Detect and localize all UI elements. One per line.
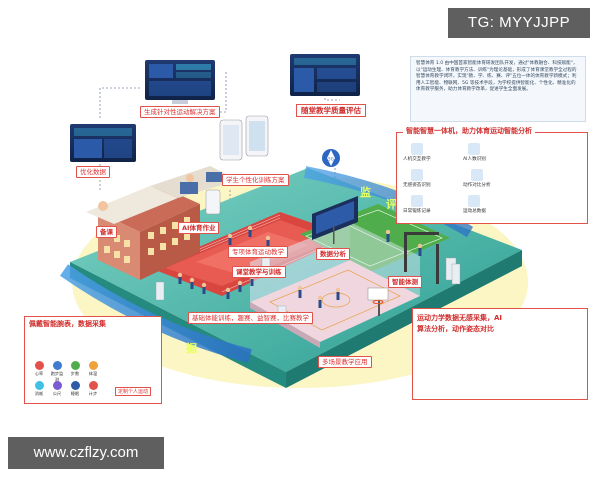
- people-figures: [177, 225, 423, 308]
- cell-posture-recognition: 无感姿态识别: [403, 169, 431, 188]
- label-basic-training: 基础体能训练，趣赛、益智赛，比赛教学: [188, 312, 313, 324]
- data-icon: [468, 195, 481, 207]
- watch-metric-item: 跑步监测: [49, 361, 65, 383]
- intro-text-panel: 智慧体育 1.0 由中国首家智能体育研发团队开发，通过"体教融合、科技赋能"，以…: [410, 56, 586, 122]
- metric-label: 步数: [70, 371, 80, 376]
- metric-label: 睡眠: [70, 391, 80, 396]
- cell-ai-count: AI人数识别: [463, 143, 486, 162]
- label-personal-training: 学生个性化训练方案: [222, 174, 289, 186]
- label-pre-class: 备课: [96, 226, 117, 238]
- title-quality-eval: 随堂教学质量评估: [296, 104, 366, 117]
- ribbon-char-4: 据: [186, 342, 197, 355]
- top-center-screen: [145, 60, 215, 104]
- metric-icon: [88, 381, 98, 390]
- caption-optimize: 优化数据: [76, 166, 110, 178]
- svg-text:5G: 5G: [328, 157, 334, 162]
- watch-metric-item: 公尺: [49, 381, 65, 397]
- metric-label: 公尺: [52, 391, 62, 396]
- phone-screens: [205, 115, 269, 215]
- cell-human-interaction: 人机交互教学: [403, 143, 431, 162]
- metric-label: 计步: [88, 391, 98, 396]
- ribbon-char-2: 评: [386, 198, 397, 211]
- rocket-icon: 5G: [322, 149, 340, 167]
- metric-icon: [34, 361, 44, 370]
- custom-plan-footer: 定制个人运动: [115, 387, 152, 396]
- smart-watch-title: 佩戴智能腕表，数据采集: [29, 320, 106, 328]
- metric-label: 心率: [34, 371, 44, 376]
- people-count-icon: [468, 143, 481, 155]
- top-left-screen: [70, 124, 136, 162]
- biomechanics-title-2: 算法分析，动作姿态对比: [417, 325, 494, 333]
- watch-metric-item: 心率: [31, 361, 47, 377]
- watch-metric-item: 体温: [85, 361, 101, 377]
- label-smart-fitness: 智能体测: [388, 276, 422, 288]
- metric-label: 跑步监测: [50, 371, 64, 382]
- smart-terminal-panel: 智能智慧一体机，助力体育运动智能分析 人机交互教学 AI人数识别 无感姿态识别 …: [396, 126, 588, 224]
- cell-daily-record: 日常锻炼记录: [403, 195, 431, 214]
- label-classroom-training: 课堂教学与训练: [232, 266, 286, 278]
- metric-icon: [52, 361, 62, 370]
- metric-icon: [52, 381, 62, 390]
- watch-metric-item: 消耗: [31, 381, 47, 397]
- watch-metric-item: 计步: [85, 381, 101, 397]
- metric-label: 消耗: [34, 391, 44, 396]
- top-right-screen: [290, 54, 360, 96]
- watch-metric-item: 步数: [67, 361, 83, 377]
- interaction-icon: [410, 143, 423, 155]
- posture-icon: [410, 169, 423, 181]
- label-ai-homework: AI体育作业: [178, 222, 220, 234]
- caption-solution: 生成针对性运动解决方案: [140, 106, 220, 118]
- metric-icon: [88, 361, 98, 370]
- gym-equipment: [404, 232, 461, 285]
- watermark-telegram: TG: MYYJJPP: [448, 8, 590, 38]
- watermark-website: www.czflzy.com: [8, 437, 164, 469]
- cell-sport-data: 运动总数据: [463, 195, 486, 214]
- ribbon-char-1: 监: [360, 186, 371, 199]
- smart-terminal-title: 智能智慧一体机，助力体育运动智能分析: [403, 126, 535, 136]
- field-display-screen: [312, 196, 358, 244]
- label-multi-scene: 多场景教学应用: [318, 356, 372, 368]
- biomechanics-panel: 运动力学数据无感采集，AI 算法分析，动作姿态对比: [412, 308, 588, 400]
- metric-icon: [70, 381, 80, 390]
- metric-icon: [34, 381, 44, 390]
- label-data-analysis: 数据分析: [316, 248, 350, 260]
- smart-watch-panel: 佩戴智能腕表，数据采集 心率 跑步监测 步数 体温消耗 公尺 睡眠 计步 定制个人运动: [24, 316, 162, 404]
- metric-icon: [70, 361, 80, 370]
- record-icon: [410, 195, 423, 207]
- compare-icon: [470, 169, 483, 181]
- watch-metric-item: 睡眠: [67, 381, 83, 397]
- cell-motion-compare: 动作对比分析: [463, 169, 491, 188]
- biomechanics-title-1: 运动力学数据无感采集，AI: [417, 314, 503, 322]
- label-pro-teaching: 专项体育运动教学: [228, 246, 288, 258]
- metric-label: 体温: [88, 371, 98, 376]
